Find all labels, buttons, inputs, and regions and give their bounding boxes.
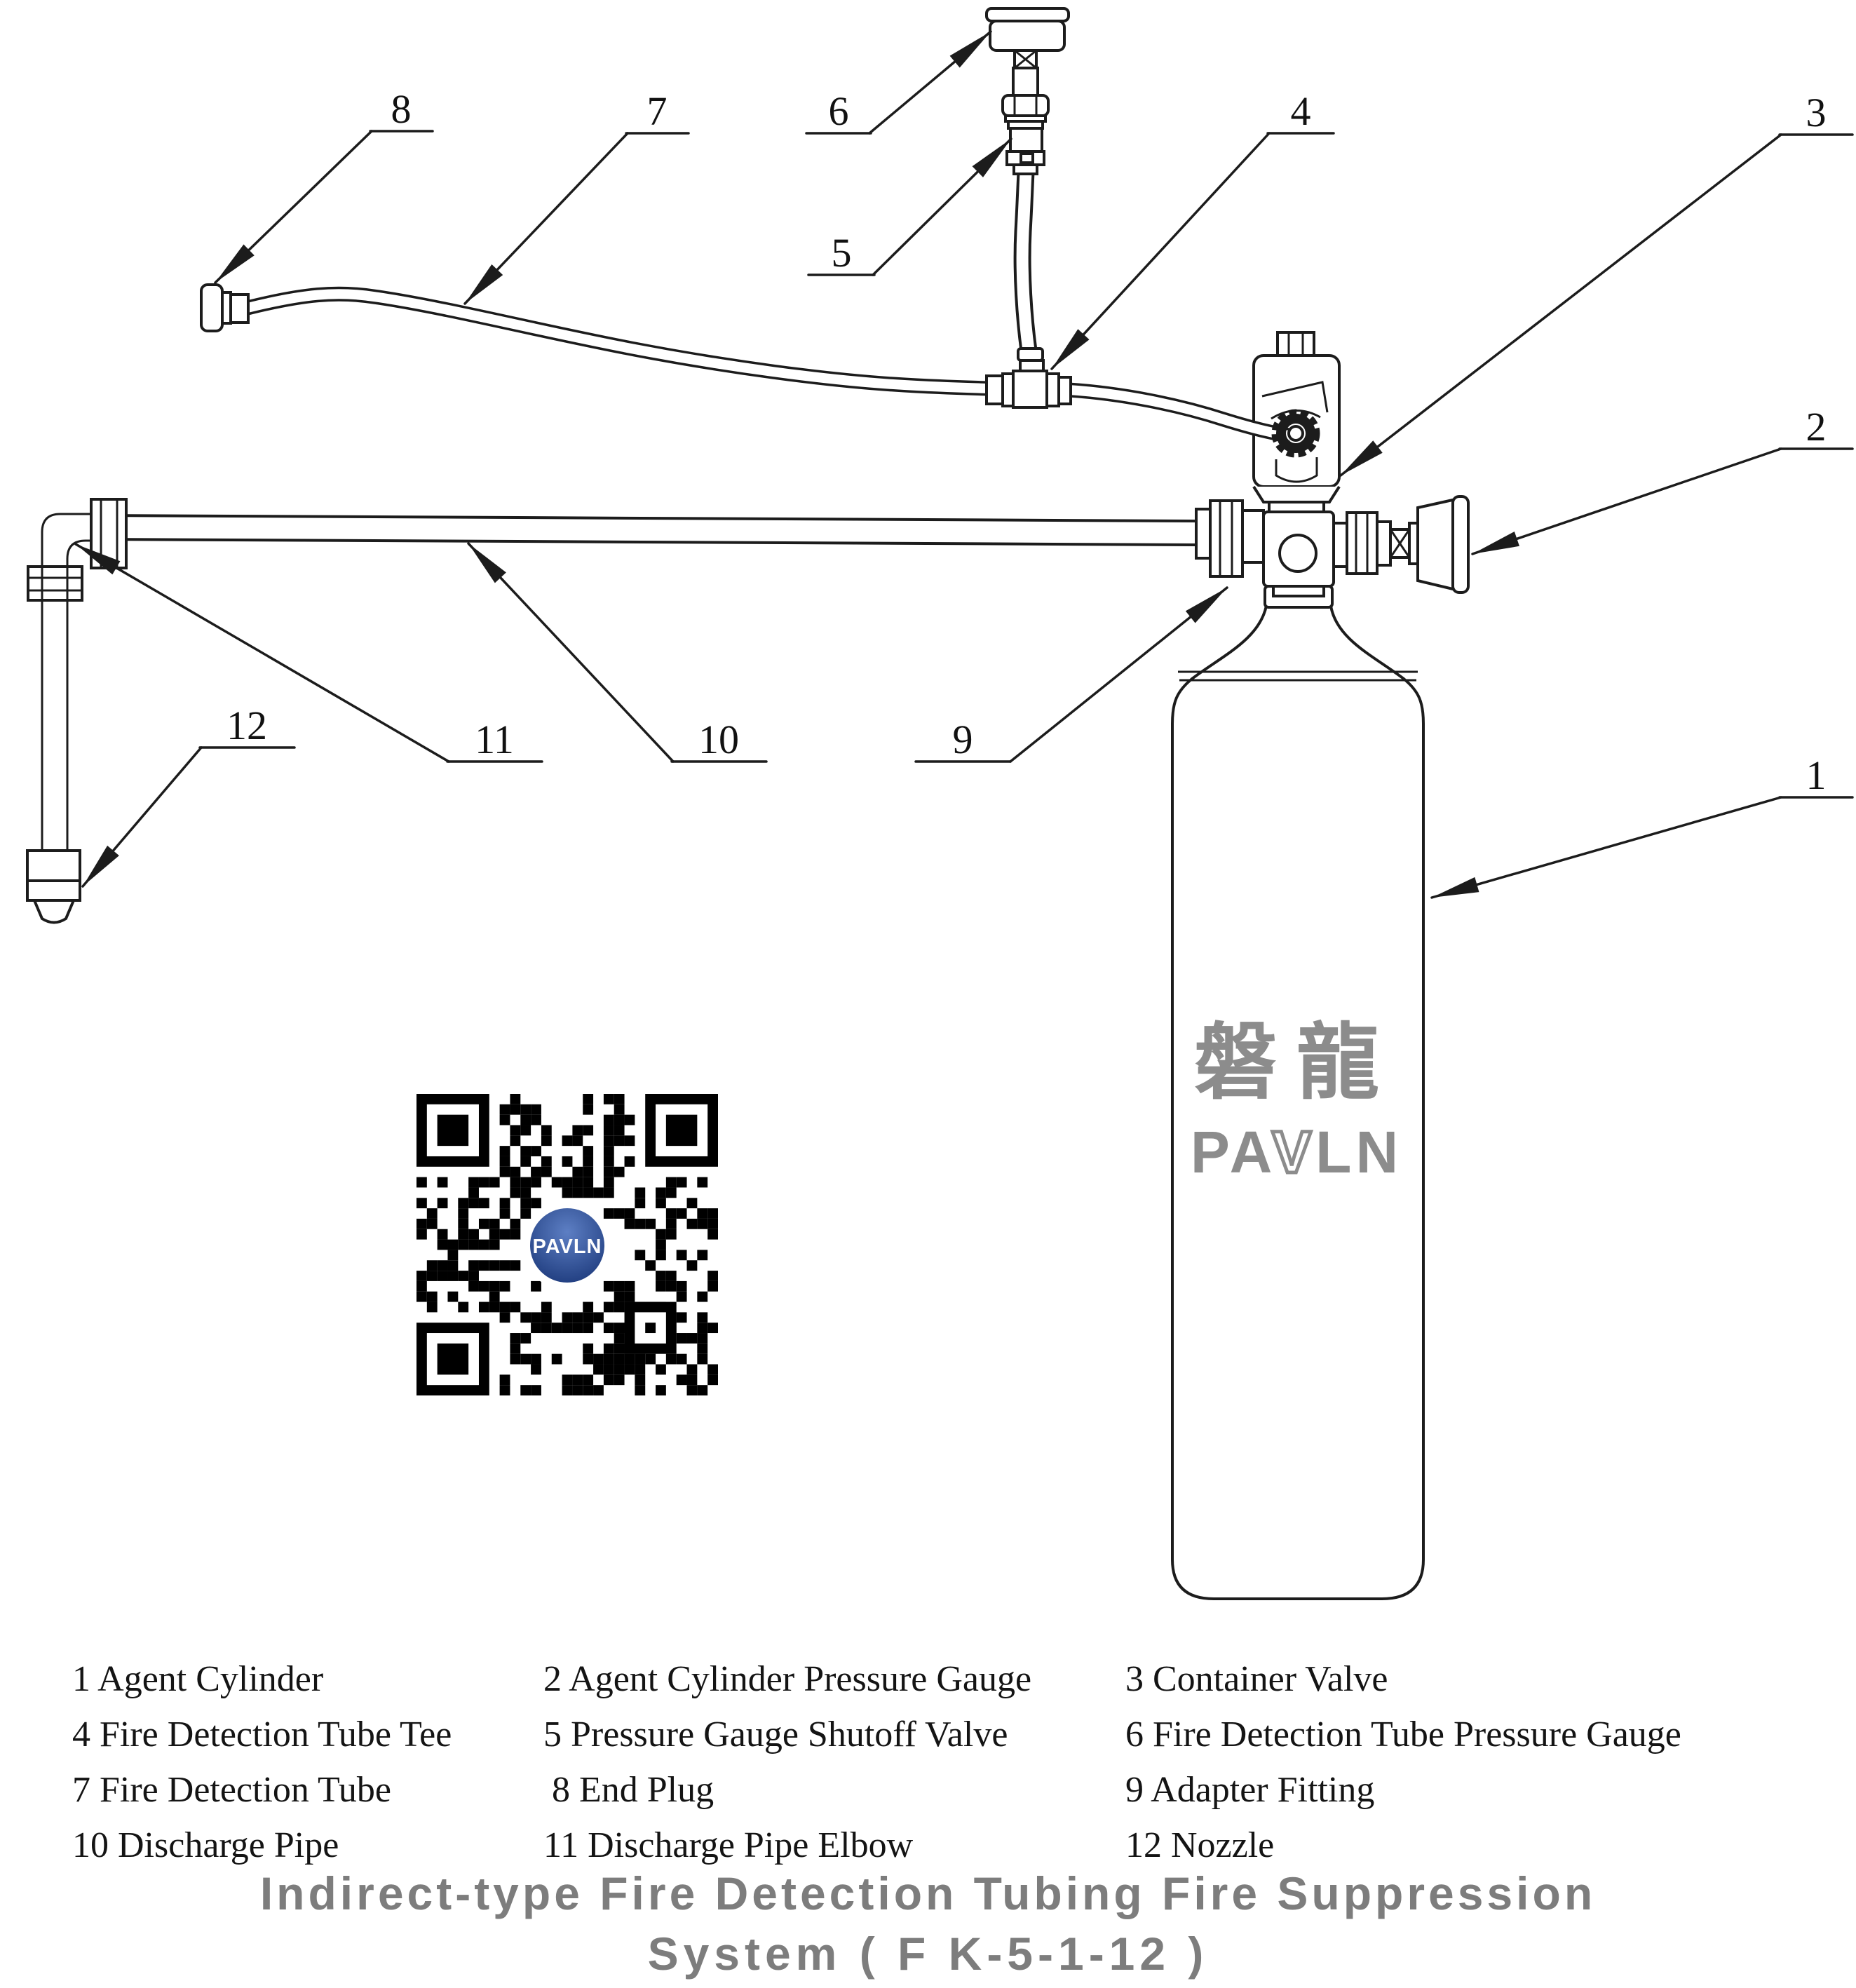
- gauge-face-edge: [1451, 495, 1470, 594]
- valve-lower-section: [1252, 485, 1341, 597]
- legend-item-9: 9 Adapter Fitting: [1125, 1770, 1375, 1810]
- page-title-line2: System ( F K-5-1-12 ): [647, 1928, 1209, 1980]
- page-title-line1: Indirect-type Fire Detection Tubing Fire…: [259, 1867, 1597, 1919]
- leader-line-3: [1339, 133, 1782, 477]
- qr-code-pattern: [416, 1094, 718, 1395]
- leader-line-7: [463, 132, 629, 305]
- fire-detection-tube-tee: [985, 347, 1072, 409]
- leader-line-10: [467, 542, 675, 763]
- legend-item-11: 11 Discharge Pipe Elbow: [543, 1825, 914, 1865]
- leader-line-4: [1050, 132, 1271, 370]
- callout-7: 7: [647, 88, 668, 134]
- brand-latin-text: PAVLN: [1191, 1119, 1402, 1185]
- callout-11: 11: [475, 717, 514, 762]
- discharge-pipe: [97, 514, 1197, 546]
- qr-code: PAVLN: [416, 1094, 718, 1395]
- legend-item-4: 4 Fire Detection Tube Tee: [72, 1715, 452, 1754]
- discharge-pipe-elbow: [41, 513, 105, 851]
- pipe-union: [27, 565, 83, 602]
- callouts: 8 7 6 5 4 3 2 1 12 11: [74, 30, 1854, 899]
- fire-detection-tube-right: [1068, 382, 1292, 443]
- leader-line-11: [74, 543, 450, 763]
- pressure-gauge-shutoff-valve: [1001, 67, 1050, 175]
- callout-12: 12: [226, 703, 267, 748]
- legend-item-7: 7 Fire Detection Tube: [72, 1770, 391, 1810]
- agent-cylinder: [1171, 585, 1425, 1600]
- qr-logo-disc: [530, 1208, 604, 1283]
- callout-9: 9: [953, 717, 973, 762]
- leader-line-9: [1009, 586, 1228, 763]
- qr-logo-text: PAVLN: [533, 1236, 602, 1258]
- legend-item-1: 1 Agent Cylinder: [72, 1659, 324, 1699]
- end-plug: [200, 283, 250, 332]
- callout-2: 2: [1806, 404, 1827, 449]
- callout-5: 5: [832, 230, 852, 276]
- nozzle: [26, 849, 81, 924]
- tube-pressure-gauge: [985, 7, 1070, 69]
- legend-item-8: 8 End Plug: [552, 1770, 714, 1810]
- leader-line-12: [81, 746, 203, 888]
- leader-line-1: [1430, 796, 1782, 899]
- legend-item-3: 3 Container Valve: [1125, 1659, 1388, 1699]
- manifold-flange: [1272, 585, 1325, 597]
- brand-cjk-text: 磐龍: [1194, 1014, 1399, 1111]
- callout-10: 10: [698, 717, 739, 762]
- manifold-port-circle: [1278, 534, 1318, 573]
- callout-1: 1: [1806, 752, 1827, 798]
- fire-detection-tube: [245, 286, 989, 396]
- leader-line-5: [872, 137, 1012, 276]
- gauge-branch-tube: [1013, 172, 1038, 352]
- cylinder-pressure-gauge: [1332, 495, 1470, 594]
- callout-8: 8: [391, 86, 412, 132]
- legend-item-2: 2 Agent Cylinder Pressure Gauge: [543, 1659, 1032, 1699]
- callout-3: 3: [1806, 90, 1827, 135]
- pipe-coupling: [90, 498, 128, 569]
- legend-item-6: 6 Fire Detection Tube Pressure Gauge: [1125, 1715, 1681, 1754]
- brand-logo: 磐龍 PAVLN: [1191, 1014, 1402, 1187]
- legend-item-10: 10 Discharge Pipe: [72, 1825, 339, 1865]
- legend-item-5: 5 Pressure Gauge Shutoff Valve: [543, 1715, 1008, 1754]
- leader-line-8: [214, 130, 373, 284]
- callout-4: 4: [1291, 88, 1311, 134]
- valve-top-stub: [1276, 331, 1315, 358]
- valve-tube-port: [1271, 409, 1321, 458]
- legend-item-12: 12 Nozzle: [1125, 1825, 1275, 1865]
- leader-line-2: [1471, 447, 1782, 555]
- leader-line-6: [868, 30, 992, 135]
- adapter-fitting: [1195, 499, 1265, 578]
- callout-6: 6: [829, 88, 849, 134]
